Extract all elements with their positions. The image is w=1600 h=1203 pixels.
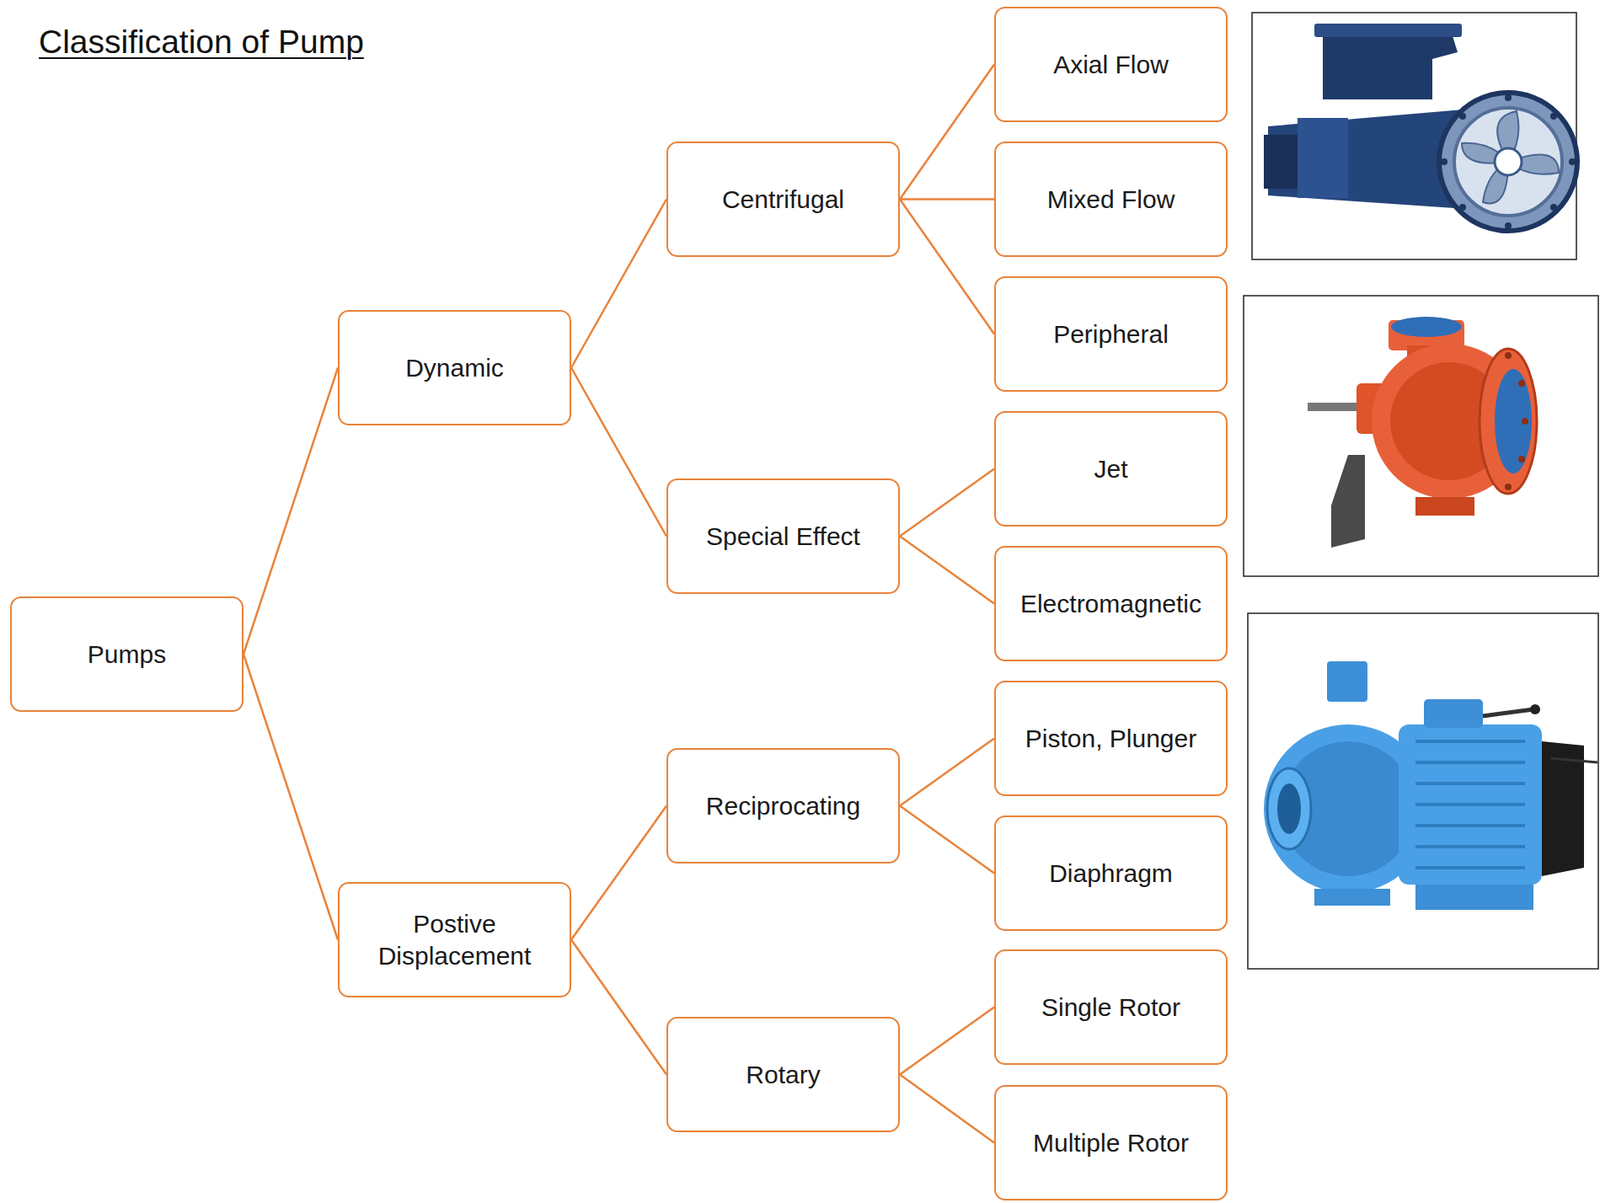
pump-class-box: Multiple Rotor bbox=[994, 1085, 1228, 1201]
pump-class-box: Rotary bbox=[666, 1016, 900, 1133]
pump-class-box: Electromagnetic bbox=[994, 545, 1228, 662]
pump-class-box: Diaphragm bbox=[994, 815, 1228, 932]
box-label: Peripheral bbox=[1053, 318, 1169, 351]
tree-connector bbox=[571, 806, 667, 941]
box-label: Axial Flow bbox=[1053, 48, 1169, 81]
box-label: Reciprocating bbox=[706, 790, 861, 823]
axial-pump-picture bbox=[1252, 12, 1578, 260]
pump-class-box: Peripheral bbox=[994, 276, 1228, 392]
pump-class-box: Jet bbox=[994, 411, 1228, 527]
tree-connector bbox=[571, 940, 667, 1076]
monoblock-pump-picture bbox=[1247, 613, 1599, 969]
tree-connector bbox=[899, 199, 995, 335]
box-label: Postive Displacement bbox=[347, 908, 562, 972]
box-label: Electromagnetic bbox=[1020, 588, 1202, 621]
pump-class-box: Single Rotor bbox=[994, 949, 1228, 1065]
tree-connector bbox=[899, 1075, 995, 1144]
tree-connector bbox=[899, 197, 995, 201]
tree-connector bbox=[899, 536, 995, 605]
tree-connector bbox=[243, 654, 338, 941]
box-label: Centrifugal bbox=[722, 183, 845, 216]
tree-connector bbox=[899, 738, 995, 807]
pump-class-box: Reciprocating bbox=[666, 748, 900, 864]
box-label: Piston, Plunger bbox=[1025, 722, 1197, 755]
pump-class-box: Dynamic bbox=[337, 310, 572, 426]
pump-class-box: Postive Displacement bbox=[337, 882, 572, 998]
box-label: Pumps bbox=[87, 638, 166, 671]
box-label: Multiple Rotor bbox=[1032, 1127, 1189, 1160]
box-label: Special Effect bbox=[706, 520, 861, 553]
tree-connector bbox=[899, 64, 995, 200]
pump-class-box: Special Effect bbox=[666, 478, 900, 594]
pump-class-box: Pumps bbox=[10, 596, 244, 712]
pump-class-box: Mixed Flow bbox=[994, 141, 1228, 257]
diagram-title: Classification of Pump bbox=[38, 23, 364, 61]
box-label: Single Rotor bbox=[1041, 991, 1181, 1024]
pump-class-box: Centrifugal bbox=[666, 141, 900, 257]
box-label: Rotary bbox=[745, 1059, 820, 1092]
box-label: Diaphragm bbox=[1048, 857, 1173, 890]
box-label: Dynamic bbox=[405, 352, 504, 385]
box-label: Jet bbox=[1093, 453, 1128, 486]
tree-connector bbox=[899, 469, 995, 537]
tree-connector bbox=[243, 368, 338, 655]
tree-connector bbox=[571, 368, 667, 537]
pump-class-box: Axial Flow bbox=[994, 6, 1228, 123]
tree-connector bbox=[899, 806, 995, 874]
pump-class-box: Piston, Plunger bbox=[994, 680, 1228, 797]
end-suction-pump-picture bbox=[1243, 295, 1599, 577]
box-label: Mixed Flow bbox=[1047, 183, 1176, 216]
tree-connector bbox=[899, 1007, 995, 1076]
tree-connector bbox=[571, 199, 667, 369]
